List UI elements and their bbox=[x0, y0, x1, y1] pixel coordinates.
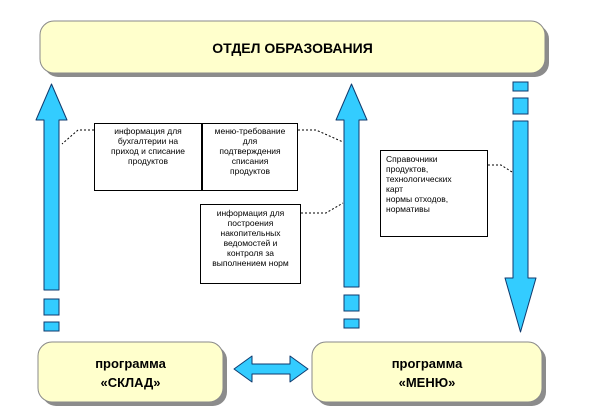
accumulation-control-note: информация для построения накопительных … bbox=[200, 204, 301, 284]
menu-to-department-arrow bbox=[335, 83, 368, 329]
department-title-text: ОТДЕЛ ОБРАЗОВАНИЯ bbox=[212, 40, 373, 56]
menu-requirement-callout-line bbox=[298, 129, 344, 143]
sklad-program-label: программа «СКЛАД» bbox=[38, 343, 223, 403]
menu-label-line2: «МЕНЮ» bbox=[398, 375, 456, 390]
reference-callout-line bbox=[488, 164, 513, 173]
menu-label-line1: программа bbox=[391, 356, 463, 371]
build-callout-line bbox=[301, 202, 344, 214]
accounting-info-note: информация для бухгалтерии на приход и с… bbox=[94, 123, 202, 191]
reference-data-note: Справочники продуктов, технологических к… bbox=[380, 150, 488, 237]
department-to-menu-arrow bbox=[504, 81, 537, 333]
department-title: ОТДЕЛ ОБРАЗОВАНИЯ bbox=[40, 22, 545, 74]
menu-program-box bbox=[311, 341, 543, 403]
sklad-to-department-arrow bbox=[35, 83, 68, 332]
sklad-label-line1: программа bbox=[95, 356, 166, 371]
accounting-callout-line bbox=[61, 129, 94, 145]
sklad-menu-exchange-arrow bbox=[233, 355, 309, 383]
menu-requirement-note: меню-требование для подтверждения списан… bbox=[202, 123, 298, 191]
sklad-program-box bbox=[37, 341, 224, 403]
sklad-label-line2: «СКЛАД» bbox=[100, 375, 161, 390]
callout-lines bbox=[61, 129, 513, 214]
education-department-box bbox=[39, 20, 546, 74]
menu-program-label: программа «МЕНЮ» bbox=[312, 343, 542, 403]
